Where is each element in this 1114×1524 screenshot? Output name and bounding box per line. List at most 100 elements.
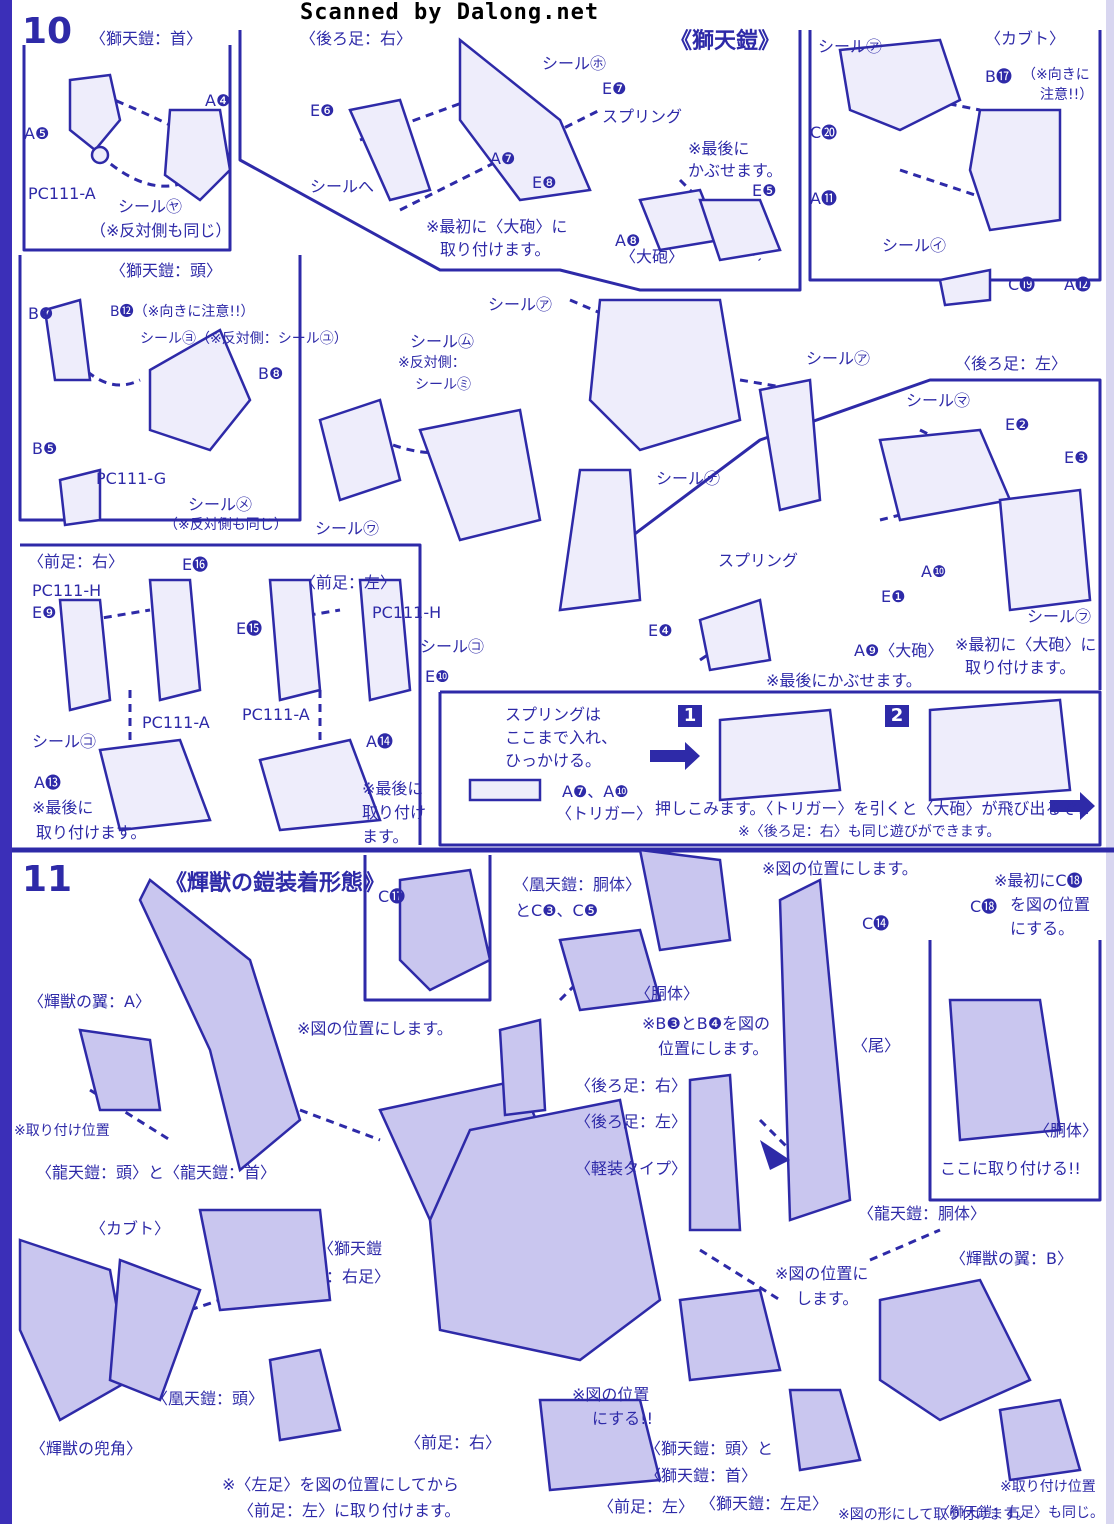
wing-b-label: 〈輝獣の翼：B〉 (950, 1249, 1073, 1268)
rear-left-a10: A❿ (921, 562, 947, 581)
rear-right-cannon: 〈大砲〉 (620, 247, 685, 266)
gimmick-trigger: 〈トリガー〉 (556, 804, 653, 823)
pos-note-top: ※図の位置にします。 (762, 859, 918, 878)
dragon-head-small (78, 1028, 162, 1112)
head-assembled (318, 398, 402, 502)
gimmick-caption2: ※〈後ろ足：右〉も同じ遊びができます。 (738, 824, 1001, 840)
shape-note: ※図の形にして取り付けます。 (838, 1507, 1030, 1523)
rear-left-seal-ma: シール㋮ (906, 391, 971, 410)
body2-label: 〈胴体〉 (1034, 1121, 1099, 1140)
kabuto11-label: 〈カブト〉 (90, 1219, 171, 1238)
rear-right-a7: A❼ (490, 149, 516, 168)
launch-arrow (1050, 792, 1095, 820)
attach-pos2-label: ※取り付け位置 (1000, 1479, 1096, 1495)
gimmick-spring-note1: スプリングは (505, 705, 602, 724)
front-left-11: 〈前足：左〉 (598, 1497, 695, 1516)
rear-right-note-last2: かぶせます。 (688, 161, 783, 180)
head-seal-me: シール㋱ (188, 495, 253, 514)
rear-left-note-last: ※最後にかぶせます。 (766, 671, 922, 690)
rear-right-e5: E❺ (752, 181, 777, 200)
neck-a5: A❺ (24, 124, 50, 143)
front-leg-assembled (558, 468, 642, 612)
kabuto-caution: （※向きに (1022, 67, 1090, 83)
ryuten-body-label: 〈龍天鎧：胴体〉 (858, 1204, 987, 1223)
kouten-body (638, 848, 732, 952)
torso-part (558, 928, 662, 1012)
gimmick-spring-note3: ひっかける。 (505, 751, 602, 770)
kabuto-caution2: 注意!!） (1040, 87, 1094, 103)
head-b12: B⓬（※向きに注意!!） (110, 304, 255, 320)
kabuto-b17: B⓱ (985, 67, 1012, 86)
front-right-pc-a: PC111-A (142, 713, 210, 732)
shiten-neck-11: 〈獅天鎧：首〉 (645, 1466, 758, 1485)
wing-b (878, 1278, 1032, 1422)
helmet-box-border (363, 855, 492, 1002)
neck-pc: PC111-A (28, 184, 96, 203)
kabuto-seal-a-part (838, 38, 962, 132)
head-note: （※反対側も同じ） (164, 517, 288, 533)
b3b4-note2: 位置にします。 (658, 1039, 769, 1058)
kabuto-a11: A⓫ (810, 189, 837, 208)
rear-right-note-first2: 取り付けます。 (440, 240, 551, 259)
head-box-border (18, 255, 302, 522)
center-note-mu: ※反対側： (398, 355, 466, 371)
neck-note: （※反対側も同じ） (90, 221, 232, 240)
rear-left-a9: A❾〈大砲〉 (854, 641, 944, 660)
front-left-note: ※最後に (362, 779, 424, 798)
body-label: 〈胴体〉 (635, 984, 700, 1003)
gimmick-2 (928, 698, 1072, 802)
front-left-pc-a: PC111-A (242, 705, 310, 724)
step10-title: 《獅天鎧》 (670, 29, 781, 54)
kouten-body-label: 〈凰天鎧：胴体〉 (513, 875, 642, 894)
kouten-body-label2: とC❸、C❺ (515, 901, 599, 920)
front-left-11 (538, 1398, 662, 1492)
gimmick-box-border (438, 690, 1102, 847)
front-right-note2: 取り付けます。 (36, 823, 147, 842)
gimmick-1 (718, 708, 842, 802)
gimmick-step-2: 2 (885, 705, 909, 727)
rear-right-label: 〈後ろ足：右〉 (300, 29, 413, 48)
tail-label: 〈尾〉 (852, 1036, 901, 1055)
rear-right-seal-he: シールへ (310, 177, 375, 196)
kabuto-c19: C⓳ (1008, 275, 1036, 294)
front-left-note3: ます。 (362, 827, 409, 846)
neck-part-a5 (68, 73, 122, 152)
front-right-label: 〈前足：右〉 (28, 552, 125, 571)
cannon-cap-e5 (698, 198, 782, 262)
attach-here-label: ここに取り付ける!! (940, 1159, 1081, 1178)
cannon-a9 (698, 598, 772, 672)
shiten-right-label1: 〈獅天鎧 (318, 1239, 383, 1258)
right-edge-shadow (1106, 0, 1114, 1524)
front-right-e16: E⓰ (182, 555, 209, 574)
rear-left-e2: E❷ (1005, 415, 1030, 434)
front-left-note2: 取り付け (362, 803, 427, 822)
front-left-e10: E❿ (425, 667, 450, 686)
rotate-arrow (760, 1140, 790, 1170)
helmet (398, 868, 492, 992)
c14-label: C⓮ (862, 914, 890, 933)
kabuto-c20: C⓴ (810, 123, 838, 142)
neck-part-a4 (163, 108, 232, 202)
kabuto-seal-a: シール㋐ (818, 37, 883, 56)
head-b8: B❽ (258, 364, 284, 383)
front-left-a14 (258, 738, 382, 832)
step-number-11: 11 (22, 859, 73, 900)
front-right-seal-ko: シール㋙ (32, 732, 97, 751)
head-b7 (43, 298, 92, 382)
left-leg-note: ※〈左足〉を図の位置にしてから (222, 1475, 459, 1494)
front-right-e16 (148, 578, 202, 702)
front-left-e15: E⓯ (236, 619, 263, 638)
center-seal-na: シール㋤ (656, 469, 721, 488)
body-center (588, 298, 742, 452)
kouten-head-label: 〈凰天鎧：頭〉 (152, 1389, 265, 1408)
front-right-note: ※最後に (32, 798, 94, 817)
rear-right-e6 (348, 98, 432, 202)
head-b7: B❼ (28, 304, 54, 323)
shiten-right-same: 〈獅天鎧：右足〉も同じ。 (936, 1505, 1104, 1521)
shiten-left-leg (788, 1388, 862, 1472)
rear-right-seal-ho: シール㋭ (542, 54, 607, 73)
neck-seal: シール㋳ (118, 197, 183, 216)
rear-left-note-first: ※最初に〈大砲〉に (955, 635, 1097, 654)
neck-a4: A❹ (205, 91, 231, 110)
